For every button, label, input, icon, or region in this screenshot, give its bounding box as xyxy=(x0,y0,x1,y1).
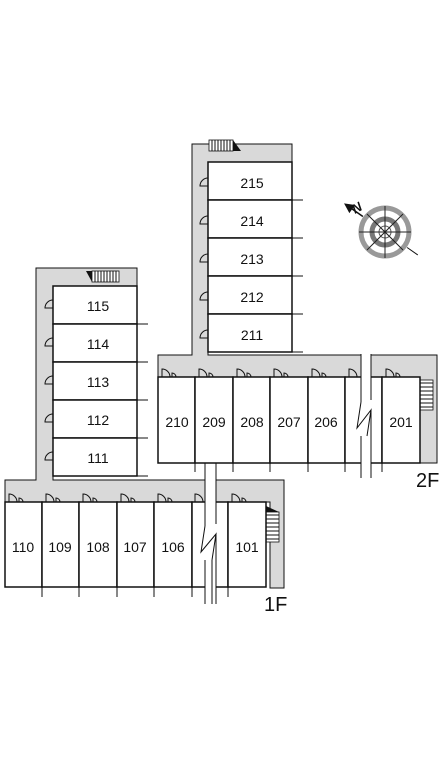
unit-label: 208 xyxy=(240,414,264,430)
compass-rose-icon xyxy=(344,203,419,259)
unit-label: 206 xyxy=(314,414,338,430)
unit-label: 210 xyxy=(165,414,189,430)
stair-2f-wing-icon xyxy=(208,139,241,152)
floor-label-1f: 1F xyxy=(264,594,287,616)
unit-110 xyxy=(4,501,43,588)
unit-211 xyxy=(207,313,293,353)
unit-label: 109 xyxy=(48,539,72,555)
unit-label: 107 xyxy=(123,539,147,555)
unit-201 xyxy=(381,376,421,464)
unit-113 xyxy=(52,361,138,401)
unit-112 xyxy=(52,399,138,439)
unit-label: 207 xyxy=(277,414,301,430)
door-2f-row-icons xyxy=(161,368,401,378)
unit-108 xyxy=(78,501,118,588)
unit-215 xyxy=(207,161,293,201)
stair-1f-wing-icon xyxy=(86,270,120,283)
unit-212 xyxy=(207,275,293,315)
unit-label: 115 xyxy=(87,298,110,314)
unit-label: 213 xyxy=(240,251,264,267)
unit-107 xyxy=(116,501,155,588)
break-marker-2f xyxy=(356,354,372,478)
unit-207 xyxy=(269,376,309,464)
floor-1f: 115 114 113 112 111 110 109 108 107 106 … xyxy=(4,267,287,616)
unit-210 xyxy=(157,376,196,464)
unit-label: 209 xyxy=(202,414,226,430)
unit-label: 101 xyxy=(235,539,259,555)
unit-label: 113 xyxy=(87,374,110,390)
unit-214 xyxy=(207,199,293,239)
unit-label: 201 xyxy=(389,414,413,430)
unit-label: 114 xyxy=(87,336,110,352)
unit-111 xyxy=(52,437,138,477)
stair-1f-end-icon xyxy=(265,506,280,543)
unit-label: 211 xyxy=(241,327,264,343)
unit-label: 110 xyxy=(12,539,35,555)
unit-label: 112 xyxy=(87,412,110,428)
unit-label: 106 xyxy=(161,539,185,555)
unit-106 xyxy=(153,501,193,588)
unit-115 xyxy=(52,285,138,325)
door-1f-wing-icons xyxy=(44,299,54,461)
unit-label: 108 xyxy=(86,539,110,555)
unit-114 xyxy=(52,323,138,363)
floor-2f: 215 214 213 212 211 210 209 208 207 206 … xyxy=(157,139,439,492)
compass-north-label: N xyxy=(349,199,365,217)
unit-label: 111 xyxy=(87,450,108,466)
door-2f-wing-icons xyxy=(199,177,209,339)
unit-label: 215 xyxy=(240,175,264,191)
floor-label-2f: 2F xyxy=(416,470,439,492)
unit-label: 214 xyxy=(240,213,264,229)
door-1f-row-icons xyxy=(8,493,247,503)
stair-2f-end-icon xyxy=(419,379,434,411)
unit-209 xyxy=(194,376,234,464)
unit-101 xyxy=(227,501,267,588)
unit-label: 212 xyxy=(240,289,264,305)
break-marker-1f xyxy=(200,452,217,604)
